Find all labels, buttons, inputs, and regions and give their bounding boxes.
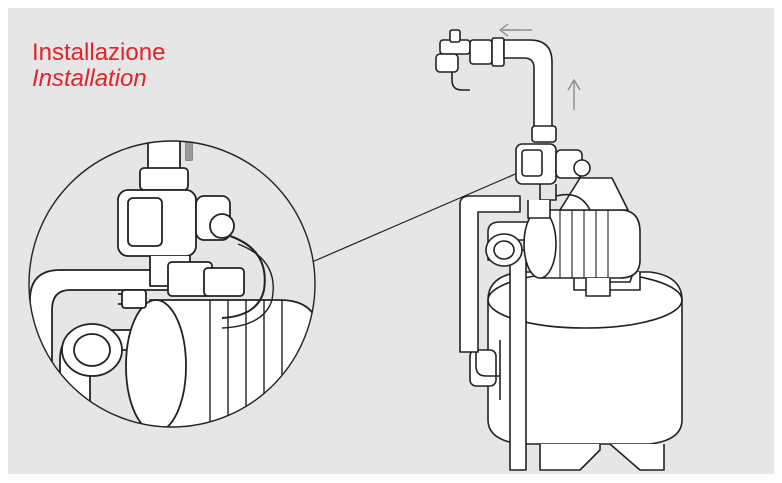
title-block: Installazione Installation: [32, 40, 165, 92]
discharge-pipe: [503, 39, 553, 141]
faucet-icon: [435, 29, 505, 91]
pump-assembly: [435, 23, 683, 471]
title-english: Installation: [32, 65, 147, 92]
pressure-controller-icon: [515, 143, 591, 219]
frame-pipes: [459, 195, 547, 471]
arrow-icon: [499, 23, 581, 110]
title-italian: Installazione: [32, 39, 166, 66]
callout-line: [311, 171, 521, 263]
zoom-detail: [29, 141, 315, 427]
tank-icon: [469, 269, 683, 471]
pump-icon: [523, 177, 641, 297]
zoom-circle-outline: [28, 140, 316, 428]
